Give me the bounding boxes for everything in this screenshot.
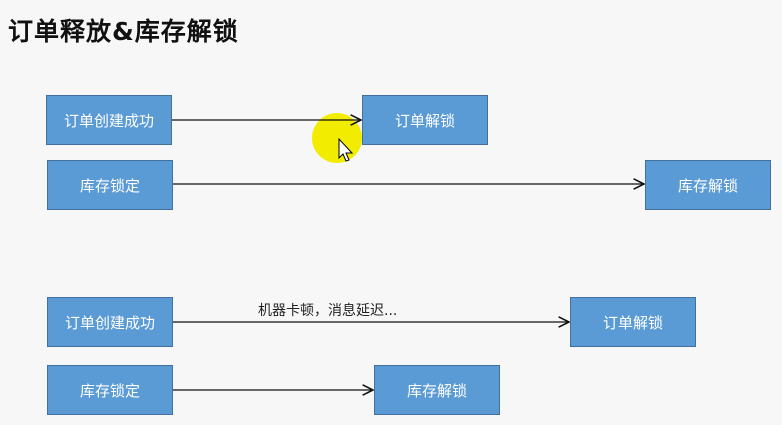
box-order-created-2: 订单创建成功 xyxy=(47,297,173,347)
box-order-unlock-1: 订单解锁 xyxy=(362,95,488,145)
delay-note: 机器卡顿，消息延迟... xyxy=(258,303,398,319)
box-order-created-1: 订单创建成功 xyxy=(46,95,172,145)
box-stock-unlock-2: 库存解锁 xyxy=(374,365,500,415)
box-stock-locked-1: 库存锁定 xyxy=(47,160,173,210)
box-stock-unlock-1: 库存解锁 xyxy=(645,160,771,210)
cursor-icon xyxy=(338,137,354,162)
slide-title: 订单释放&库存解锁 xyxy=(8,17,239,46)
box-order-unlock-2: 订单解锁 xyxy=(570,297,696,347)
box-stock-locked-2: 库存锁定 xyxy=(47,365,173,415)
